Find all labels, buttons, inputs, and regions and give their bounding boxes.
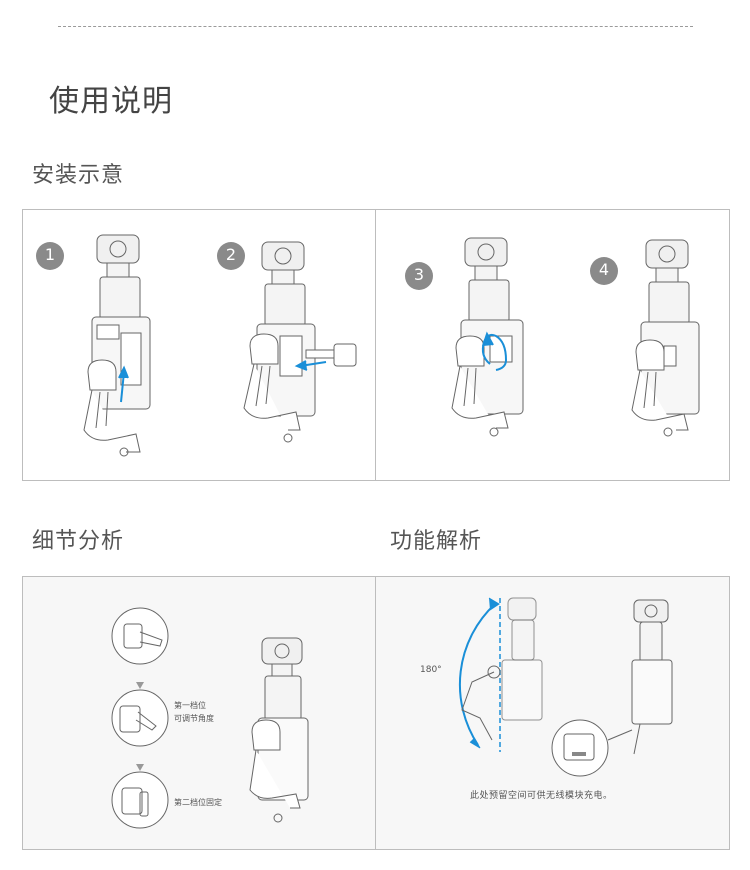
- detail-zoom-1: [111, 607, 169, 665]
- step2-illustration: [243, 241, 357, 443]
- gear2-label: 第二档位固定: [174, 798, 222, 807]
- step-badge-1: [36, 242, 64, 270]
- step-badge-4: [590, 257, 618, 285]
- step1-illustration: [83, 234, 151, 457]
- gear1-label-line2: 可调节角度: [174, 714, 214, 723]
- step-badge-3: [405, 262, 433, 290]
- section-title-install: 安装示意: [32, 163, 125, 188]
- arrow-up-icon: [118, 365, 129, 403]
- camera-side: [631, 599, 673, 755]
- install-panel: [22, 209, 730, 481]
- top-dashed-divider: [58, 26, 693, 27]
- gear1-label-line1: 第一档位: [174, 701, 206, 710]
- bottom-panel-divider: [375, 576, 376, 850]
- step-number-3: 3: [413, 265, 425, 284]
- step-number-2: 2: [225, 245, 237, 264]
- rotation-angle-label: 180°: [420, 665, 442, 675]
- step-number-1: 1: [44, 245, 56, 264]
- section-title-function: 功能解析: [390, 529, 483, 554]
- step-badge-2: [217, 242, 245, 270]
- detail-zoom-2: [111, 689, 169, 747]
- arrow-down-icon: [136, 764, 144, 771]
- section-title-detail: 细节分析: [32, 529, 125, 554]
- arrow-down-icon: [136, 682, 144, 689]
- charge-zoom: [551, 719, 633, 777]
- rotating-camera: [461, 597, 543, 741]
- step-number-4: 4: [598, 260, 610, 279]
- rotate-arrow-icon: [481, 331, 508, 371]
- page-title: 使用说明: [49, 84, 173, 119]
- detail-camera: [249, 637, 309, 823]
- rotation-arc: [458, 597, 501, 752]
- arrow-left-icon: [294, 360, 327, 371]
- install-panel-divider: [375, 209, 376, 481]
- charging-note: 此处预留空间可供无线模块充电。: [470, 791, 613, 801]
- step3-illustration: [451, 237, 524, 437]
- step4-illustration: [631, 239, 700, 437]
- detail-zoom-3: [111, 771, 169, 829]
